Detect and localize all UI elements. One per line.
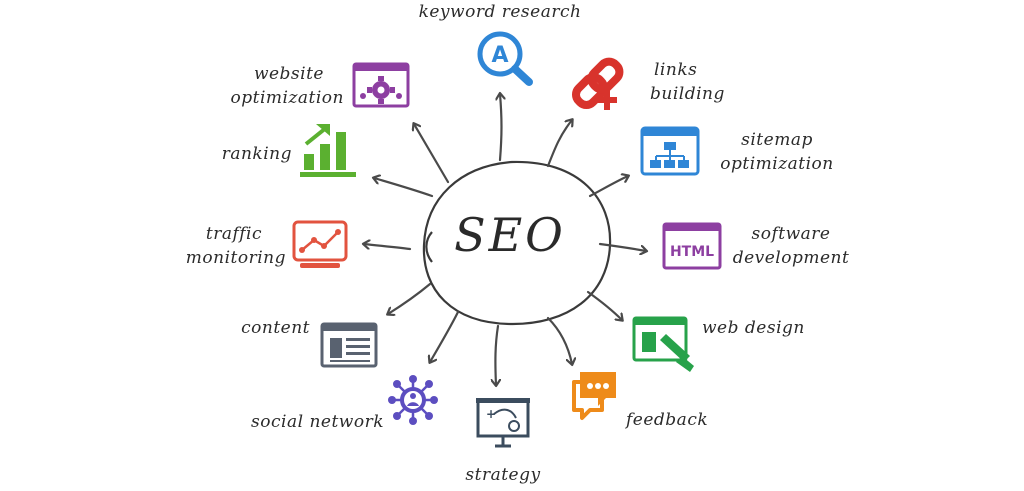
html-code-icon: HTML [662,222,722,270]
label-feedback: feedback [626,410,709,430]
arrow-links [546,120,572,168]
label-links-line2: building [650,84,725,104]
ranking-bar-chart-icon [300,124,356,177]
label-ranking: ranking [221,144,292,164]
arrow-social [430,310,460,362]
arrow-feedback [546,316,572,364]
arrow-strategy [495,324,498,385]
arrow-website [414,124,450,184]
label-sitemap-line1: sitemap [741,130,813,150]
social-network-icon [388,375,438,425]
feedback-chat-icon [572,372,616,420]
label-strategy: strategy [465,465,541,485]
label-website-line2: optimization [230,88,344,108]
label-software-line2: development [732,248,850,268]
label-web-design: web design [702,318,805,338]
website-gear-icon [352,62,410,108]
label-keyword-research: keyword research [418,2,582,22]
arrow-ranking [374,178,434,198]
label-links-building: links building [650,58,725,106]
html-badge: HTML [670,244,714,260]
arrow-keyword [500,94,502,162]
label-website-line1: website [253,64,324,84]
strategy-board-icon: + [476,398,530,448]
center-circle [422,160,612,326]
web-design-icon [632,316,694,372]
arrow-traffic [364,244,412,251]
label-software-line1: software [751,224,831,244]
sitemap-icon [640,126,700,176]
label-social-network: social network [251,412,384,432]
label-content: content [241,318,310,338]
arrow-content [388,282,432,314]
content-document-icon [320,322,378,368]
keyword-search-icon: A [477,31,533,86]
label-sitemap-optimization: sitemap optimization [712,128,842,176]
arrow-software [598,242,646,251]
seo-center-title: SEO [454,208,566,262]
arrow-sitemap [588,176,628,198]
svg-text:A: A [491,43,508,68]
label-traffic-line2: monitoring [185,248,286,268]
label-sitemap-line2: optimization [720,154,834,174]
label-traffic-line1: traffic [205,224,262,244]
traffic-monitor-icon [292,220,348,268]
chain-link-icon [571,57,624,110]
label-software-development: software development [728,222,854,270]
label-links-line1: links [654,60,698,80]
arrows [364,94,646,385]
svg-text:+: + [486,407,496,421]
label-traffic-monitoring: traffic monitoring [170,222,286,270]
label-website-optimization: website optimization [206,62,344,110]
arrow-webdesign [586,290,622,320]
